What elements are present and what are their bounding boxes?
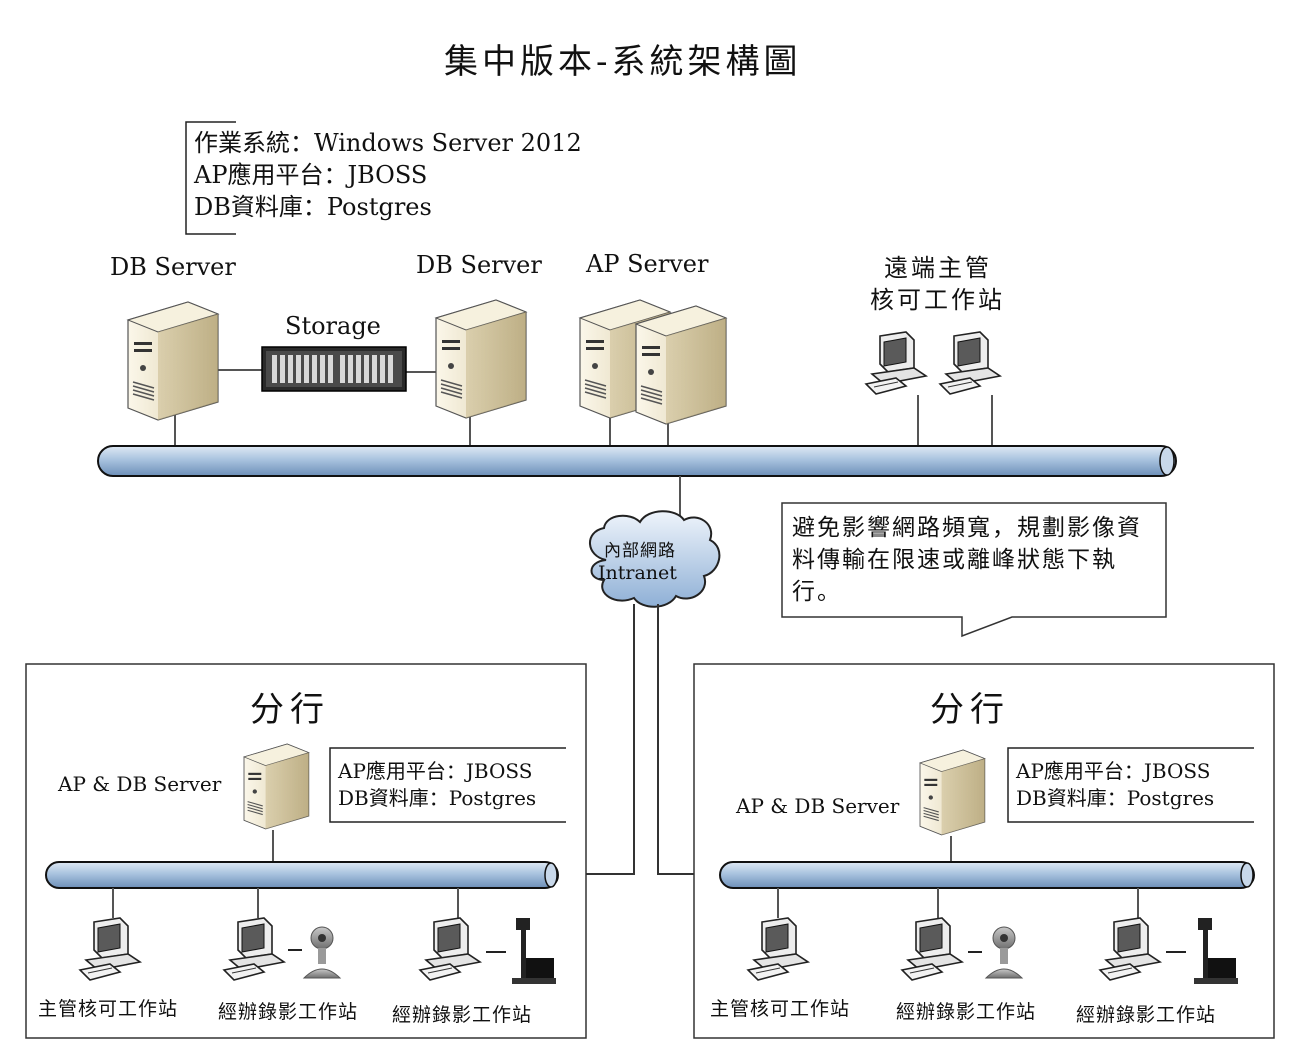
- db-server-1-icon: [127, 301, 219, 421]
- central-spec-db: DB資料庫：Postgres: [194, 193, 432, 221]
- branch-2-spec-db: DB資料庫：Postgres: [1016, 786, 1215, 810]
- branch-1-station-3-label: 經辦錄影工作站: [392, 1004, 533, 1026]
- remote-workstation-2-icon: [939, 331, 1001, 395]
- callout-text: 避免影響網路頻寬，規劃影像資料傳輸在限速或離峰狀態下執行。: [792, 515, 1142, 605]
- branch-1-bus: [45, 861, 559, 889]
- spec-bracket: [185, 121, 236, 235]
- ap-server-label: AP Server: [586, 250, 709, 278]
- remote-workstation-1-icon: [865, 331, 927, 395]
- cloud-label-line1: 內部網路: [604, 541, 676, 561]
- branch-2-station-1-label: 主管核可工作站: [710, 998, 851, 1020]
- intranet-cloud-icon: [589, 510, 721, 608]
- branch-1-server-label: AP & DB Server: [58, 772, 222, 796]
- cloud-label-line2: Intranet: [598, 562, 677, 584]
- branch-1-station-1-label: 主管核可工作站: [38, 998, 179, 1020]
- branch-2-server-label: AP & DB Server: [736, 794, 900, 818]
- branch-2-spec-ap: AP應用平台：JBOSS: [1016, 759, 1211, 783]
- page-title: 集中版本-系統架構圖: [444, 42, 802, 82]
- branch-2-title: 分行: [930, 690, 1010, 730]
- storage-label: Storage: [285, 312, 381, 340]
- central-network-bus: [97, 445, 1177, 477]
- branch-1-station-2-label: 經辦錄影工作站: [218, 1001, 359, 1023]
- branch-1-spec-db: DB資料庫：Postgres: [338, 786, 537, 810]
- branch-2-box: [693, 663, 1275, 1039]
- branch-2-station-3-label: 經辦錄影工作站: [1076, 1004, 1217, 1026]
- db-server-2-label: DB Server: [416, 251, 542, 279]
- branch-2-server-icon: [919, 749, 986, 836]
- db-server-2-icon: [435, 299, 527, 419]
- branch-1-spec-ap: AP應用平台：JBOSS: [338, 759, 533, 783]
- central-spec-ap: AP應用平台：JBOSS: [194, 161, 428, 189]
- central-spec-os: 作業系統：Windows Server 2012: [194, 129, 582, 157]
- branch-2-bus: [719, 861, 1255, 889]
- ap-server-2-icon: [635, 305, 727, 425]
- branch-1-server-icon: [243, 743, 310, 830]
- db-server-1-label: DB Server: [110, 253, 236, 281]
- branch-1-title: 分行: [250, 690, 330, 730]
- storage-icon: [261, 346, 407, 392]
- callout-bubble: [781, 502, 1167, 638]
- remote-label-line1: 遠端主管: [884, 254, 992, 282]
- branch-2-station-2-label: 經辦錄影工作站: [896, 1001, 1037, 1023]
- remote-label-line2: 核可工作站: [870, 286, 1005, 314]
